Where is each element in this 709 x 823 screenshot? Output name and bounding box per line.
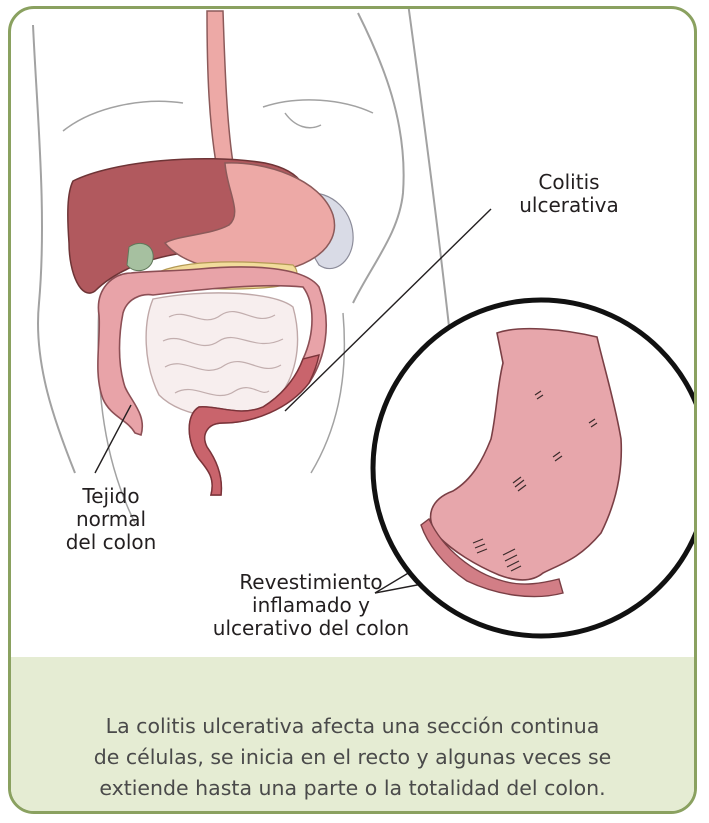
label-line: Tejido xyxy=(31,485,191,508)
caption-band: La colitis ulcerativa afecta una sección… xyxy=(11,657,694,811)
label-line: Revestimiento xyxy=(161,571,461,594)
label-line: inflamado y xyxy=(161,594,461,617)
label-line: ulcerativo del colon xyxy=(161,617,461,640)
gallbladder xyxy=(127,243,153,270)
diagram-card: Colitis ulcerativa Tejido normal del col… xyxy=(8,6,697,814)
label-revestimiento: Revestimiento inflamado y ulcerativo del… xyxy=(161,571,461,640)
label-line: ulcerativa xyxy=(499,194,639,217)
esophagus xyxy=(207,11,233,169)
label-line: Colitis xyxy=(499,171,639,194)
caption-line: La colitis ulcerativa afecta una sección… xyxy=(17,711,688,742)
caption-line: extiende hasta una parte o la totalidad … xyxy=(17,773,688,804)
caption-line: de células, se inicia en el recto y algu… xyxy=(17,742,688,773)
label-line: del colon xyxy=(31,531,191,554)
label-line: normal xyxy=(31,508,191,531)
label-colitis-ulcerativa: Colitis ulcerativa xyxy=(499,171,639,217)
caption-text: La colitis ulcerativa afecta una sección… xyxy=(17,711,688,804)
label-tejido-normal: Tejido normal del colon xyxy=(31,485,191,554)
